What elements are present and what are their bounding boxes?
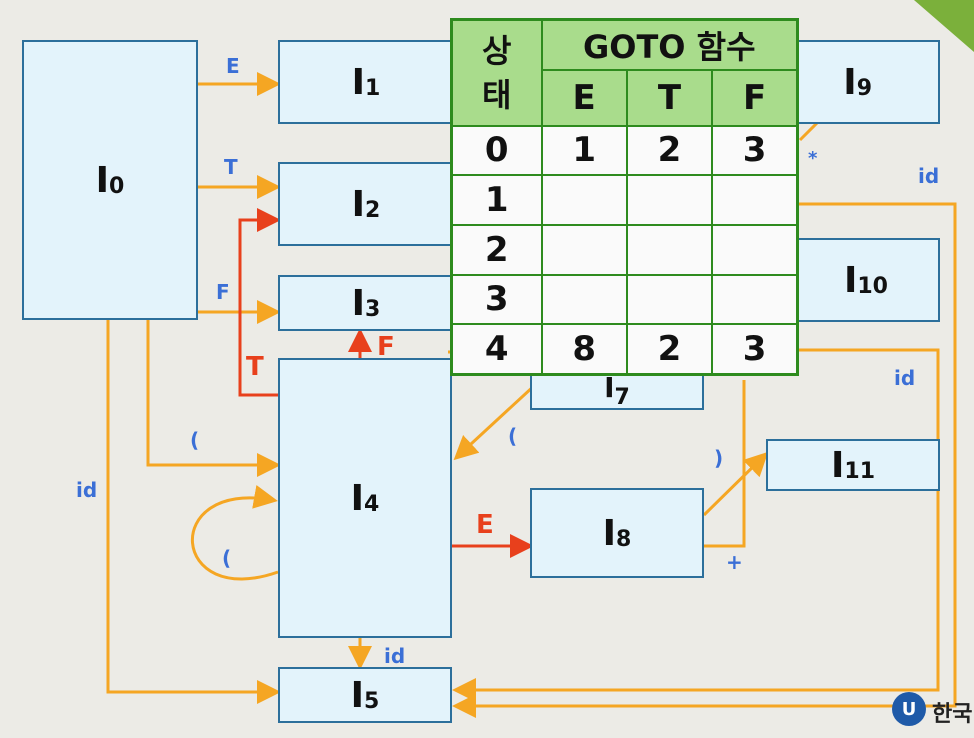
goto-cell: 3 — [711, 124, 799, 177]
goto-cell: 2 — [625, 124, 714, 177]
label-t-i0-i2: T — [224, 155, 238, 179]
state-subscript: 5 — [364, 688, 380, 714]
state-subscript: 11 — [844, 458, 876, 484]
goto-cell — [711, 273, 799, 326]
goto-row: 2 — [450, 223, 799, 276]
label-t-i4-i2: T — [246, 352, 264, 382]
state-subscript: 0 — [109, 173, 125, 199]
goto-cell — [540, 223, 628, 276]
arrow-right-id-mid — [452, 348, 940, 702]
arrow-i8-plus — [704, 380, 746, 548]
label-e-i4-i8: E — [476, 510, 494, 540]
goto-row-state: 2 — [450, 223, 543, 276]
state-subscript: 7 — [614, 385, 630, 410]
arrow-right-id-top — [452, 202, 957, 718]
goto-col-header: E — [540, 68, 628, 127]
state-header-bottom: 태 — [482, 75, 512, 114]
arrow-i7-i4 — [453, 383, 537, 461]
goto-title: GOTO 함수 — [540, 18, 799, 71]
state-label: I — [602, 512, 617, 554]
university-logo: U — [892, 692, 926, 726]
label-f-i4-i3: F — [377, 332, 395, 362]
label-id-right-top: id — [918, 164, 940, 188]
arrow-i8-i11 — [702, 451, 769, 517]
goto-row-state: 3 — [450, 273, 543, 326]
arrow-i0-i4 — [146, 320, 281, 477]
state-label: I — [350, 477, 365, 519]
label-star-i9: * — [808, 148, 818, 169]
goto-cell — [625, 223, 714, 276]
label-id-i4-i5: id — [384, 644, 406, 668]
label-paren-i7-i4: ( — [508, 424, 518, 448]
goto-cell — [540, 174, 628, 226]
arrow-i0-i5 — [106, 320, 281, 704]
label-paren-i0-i4: ( — [190, 428, 200, 452]
goto-row-state: 4 — [450, 323, 543, 376]
state-label: I — [350, 674, 365, 716]
goto-cell: 8 — [540, 323, 628, 376]
state-subscript: 10 — [857, 273, 888, 299]
state-header-top: 상 — [482, 31, 512, 70]
arrow-i4-i2 — [238, 208, 281, 397]
logo-text: 한국 — [932, 702, 973, 727]
state-subscript: 3 — [365, 296, 381, 322]
label-plus-i8: + — [726, 550, 743, 574]
state-subscript: 2 — [365, 197, 381, 223]
goto-row: 3 — [450, 273, 799, 326]
goto-row: 1 — [450, 174, 799, 226]
label-close-i8-i11: ) — [714, 446, 724, 470]
label-id-right-mid: id — [894, 366, 916, 390]
state-subscript: 1 — [365, 75, 381, 101]
state-subscript: 9 — [856, 75, 872, 101]
goto-cell: 2 — [625, 323, 714, 376]
goto-cell: 1 — [540, 124, 628, 177]
goto-cell — [711, 223, 799, 276]
state-label: I — [604, 371, 615, 404]
label-f-i0-i3: F — [216, 280, 230, 304]
state-label: I — [95, 159, 110, 201]
state-label: I — [843, 259, 858, 301]
state-label: I — [830, 444, 845, 486]
state-label: I — [351, 282, 366, 324]
goto-cell — [625, 273, 714, 326]
state-label: I — [351, 61, 366, 103]
goto-table: 상 태 GOTO 함수 E T F 0 1 2 3 1 2 3 4 8 2 3 — [450, 18, 799, 376]
goto-state-header: 상 태 — [450, 18, 543, 127]
label-e-i0-i1: E — [226, 54, 240, 78]
goto-row: 0 1 2 3 — [450, 124, 799, 177]
arrow-i9-star — [798, 120, 820, 142]
state-label: I — [843, 61, 857, 103]
state-subscript: 8 — [616, 526, 632, 552]
goto-row: 4 8 2 3 — [450, 323, 799, 376]
state-label: I — [351, 183, 366, 225]
goto-row-state: 0 — [450, 124, 543, 177]
state-subscript: 4 — [364, 491, 380, 517]
logo-glyph: U — [901, 698, 917, 720]
goto-cell — [625, 174, 714, 226]
goto-cell — [540, 273, 628, 326]
label-paren-i4-loop: ( — [222, 546, 232, 570]
label-id-i0-i5: id — [76, 478, 98, 502]
goto-cell: 3 — [711, 323, 799, 376]
goto-col-header: F — [711, 68, 799, 127]
goto-cell — [711, 174, 799, 226]
goto-row-state: 1 — [450, 174, 543, 226]
arrow-i4-i4-loop — [190, 485, 279, 581]
goto-col-header: T — [625, 68, 714, 127]
